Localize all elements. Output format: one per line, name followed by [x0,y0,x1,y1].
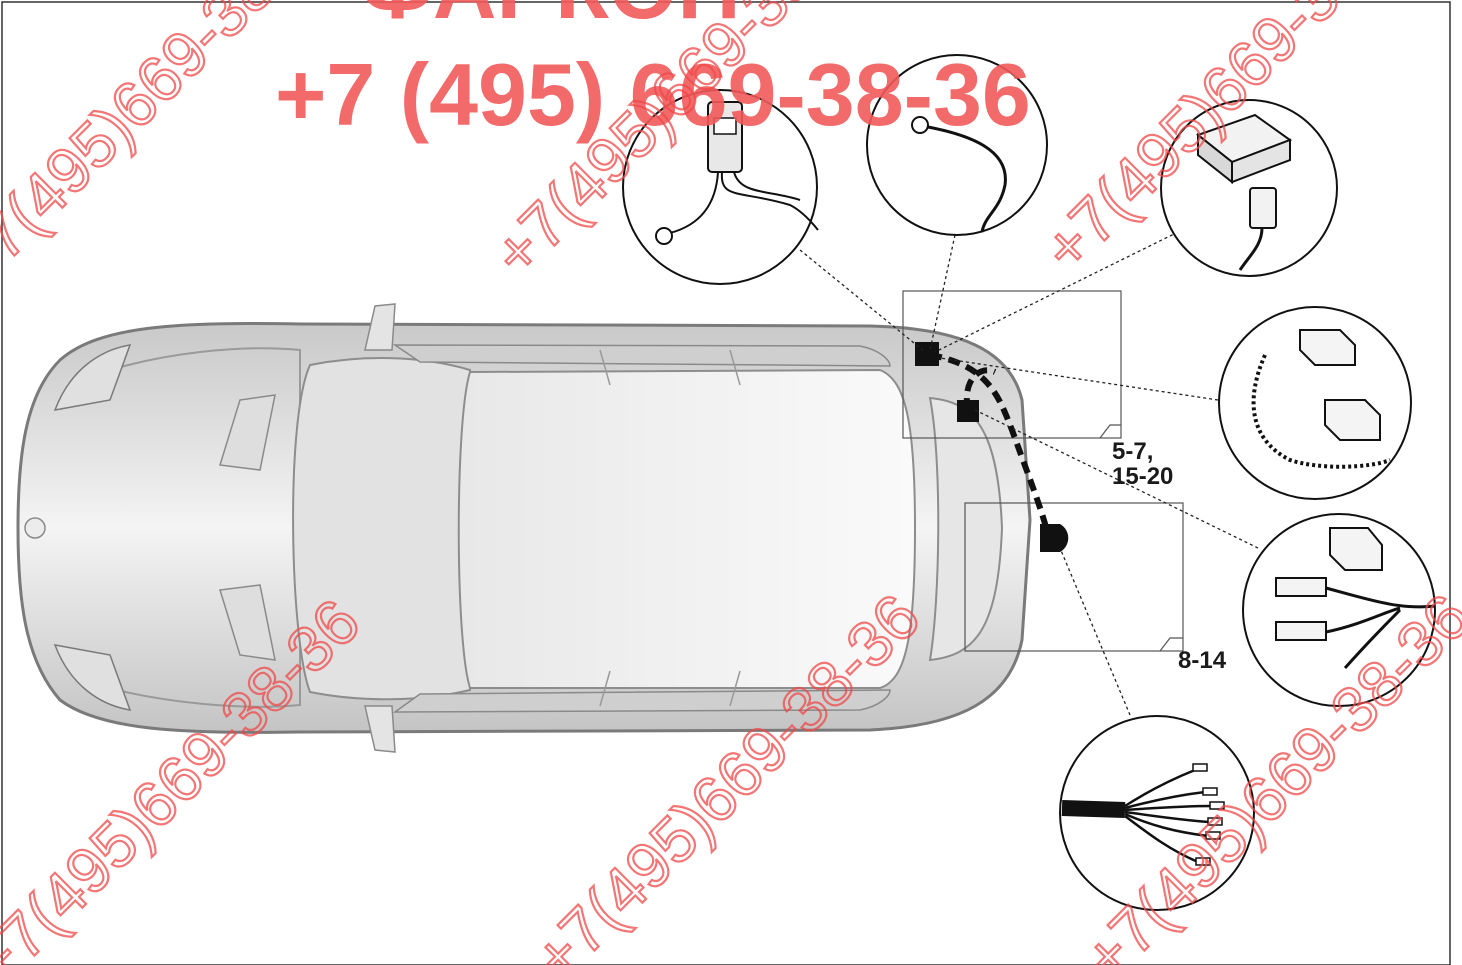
door-seam-3 [599,670,611,707]
mirror-lower [364,705,396,753]
socket-steps-label: 8-14 [1178,647,1227,674]
detail-circle-cable-ties [1218,306,1412,500]
clip-icon-1 [1299,329,1356,366]
brand-badge [24,517,46,539]
connector-latch-icon [713,117,737,135]
mirror-upper [364,303,396,351]
clip-icon-2 [1324,399,1381,441]
leader-to-cable-ties [939,357,1219,401]
harness-main-route [929,352,1051,536]
plug-wires-icon [1325,586,1436,669]
leader-to-ground-connector [799,249,926,353]
cable-tie-icon [1251,354,1391,469]
detail-plug-connectors [1242,513,1436,707]
watermark-phone-main: +7 (495) 669-38-36 [275,45,1031,144]
detail-ground-wire [866,54,1048,236]
module-mount-marker [957,400,979,422]
hood-outline [79,347,301,708]
hood-vent-lower [219,584,276,661]
leader-to-ground-wire [929,234,956,351]
detail-control-module [1160,99,1338,277]
socket-callout-tick [1159,637,1183,652]
leader-lines [799,231,1259,716]
module-callout-tick [1099,424,1121,439]
hood-vent-upper [219,394,276,471]
tow-socket-marker [1040,524,1069,552]
connector-wires-icon [720,171,819,231]
wire-loom-leads [1124,768,1213,864]
leader-to-plug-connectors [974,409,1259,549]
car-top-view [16,303,1032,753]
clip-icon-3 [1329,527,1383,571]
detail-wire-loom [1059,715,1255,911]
wire-loom-sheath [1061,800,1126,818]
door-seam-2 [729,349,741,386]
roof [457,368,917,689]
socket-area-box [964,502,1184,652]
leader-to-wire-loom [1059,547,1131,716]
plug-connector-icon-1 [1275,577,1327,597]
side-window-left-upper [392,344,891,367]
ground-wire-icon [927,125,1007,233]
module-steps-label-line2: 15-20 [1112,463,1173,490]
plug-connector-icon-2 [1275,621,1327,641]
ground-point-marker [915,342,939,366]
wiring-harness [915,342,1069,552]
watermark-brand: ФАРКОП [360,0,741,37]
headlight-upper [53,344,132,411]
ring-terminal-icon [655,227,673,245]
headlight-lower [53,644,132,711]
control-module-front [1231,138,1291,184]
module-plug-icon [1249,187,1277,229]
rear-window [928,396,1004,662]
side-window-left-lower [392,689,891,713]
module-steps-label-line1: 5-7, [1112,438,1153,465]
detail-circle-ground-wire [866,54,1048,236]
detail-ground-connector [622,89,819,285]
ground-lead-icon [669,171,719,234]
wire-loom-terminals [1192,763,1225,866]
door-seam-1 [599,349,611,386]
ring-terminal-icon-2 [911,116,929,134]
detail-circle-plug-connectors [1242,513,1436,707]
windshield [292,357,471,701]
door-seam-4 [729,670,741,707]
module-plug-wires [1238,227,1264,271]
detail-cable-ties [1218,306,1412,500]
